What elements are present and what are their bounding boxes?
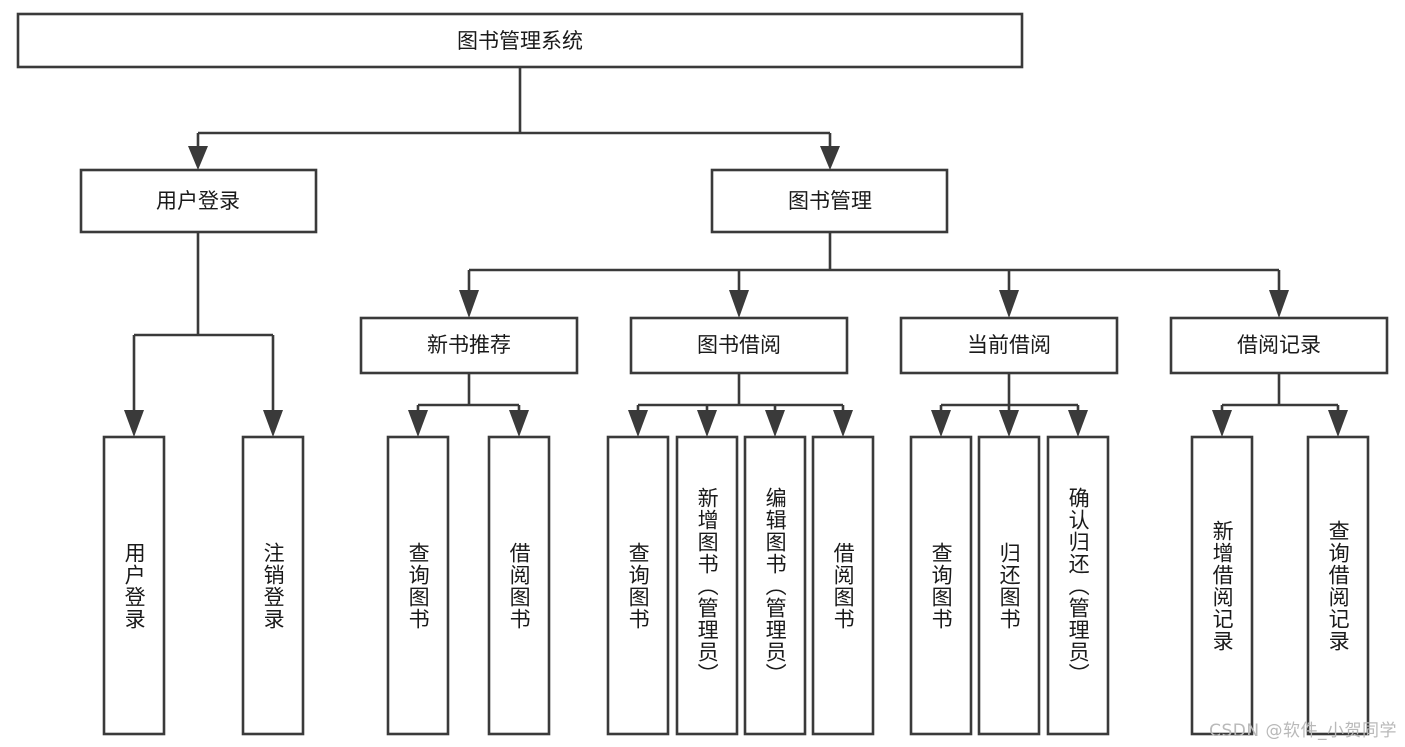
node-current-borrow[interactable] [899,316,1119,375]
arrow-head-leaf-borrow-book-2 [833,410,853,437]
node-leaf-return-book[interactable] [977,435,1041,736]
arrow-head-leaf-query-book-1 [408,410,428,437]
node-leaf-edit-book[interactable] [743,435,807,736]
node-leaf-query-book-1[interactable] [386,435,450,736]
node-current-borrow-label: 当前借阅 [967,333,1051,357]
node-new-book-recommend-label: 新书推荐 [427,333,511,357]
node-root[interactable] [16,12,1024,69]
arrow-head-user-login [188,146,208,170]
arrow-head-leaf-user-login [124,410,144,437]
node-user-login-label: 用户登录 [156,189,240,213]
arrow-head-borrow-record [1269,290,1289,318]
node-book-management[interactable] [710,168,949,234]
connectors-group [124,67,1348,437]
node-leaf-query-record[interactable] [1306,435,1370,736]
arrow-head-book-management [820,146,840,170]
arrow-head-new-book-recommend [459,290,479,318]
node-root-label: 图书管理系统 [457,29,583,53]
node-leaf-user-login[interactable] [102,435,166,736]
arrow-head-leaf-confirm-return [1068,410,1088,437]
arrow-head-leaf-borrow-book-1 [509,410,529,437]
node-leaf-borrow-book-2[interactable] [811,435,875,736]
arrow-head-leaf-return-book [999,410,1019,437]
node-leaf-user-logout[interactable] [241,435,305,736]
node-leaf-add-record[interactable] [1190,435,1254,736]
node-leaf-query-book-2[interactable] [606,435,670,736]
arrow-head-book-borrow [729,290,749,318]
arrow-head-current-borrow [999,290,1019,318]
arrow-head-leaf-add-record [1212,410,1232,437]
node-leaf-borrow-book-1[interactable] [487,435,551,736]
node-book-borrow-label: 图书借阅 [697,333,781,357]
arrow-head-leaf-edit-book [765,410,785,437]
nodes-group: 图书管理系统 用户登录 图书管理 新书推荐 图书借阅 当前借阅 借阅记录 [16,12,1389,736]
arrow-head-leaf-query-book-3 [931,410,951,437]
arrow-head-leaf-add-book [697,410,717,437]
node-leaf-query-book-3[interactable] [909,435,973,736]
node-borrow-record-label: 借阅记录 [1237,333,1321,357]
arrow-head-leaf-query-record [1328,410,1348,437]
node-new-book-recommend[interactable] [359,316,579,375]
node-book-borrow[interactable] [629,316,849,375]
arrow-head-leaf-user-logout [263,410,283,437]
watermark-text: CSDN @软件_小贺同学 [1209,721,1397,741]
arrow-head-leaf-query-book-2 [628,410,648,437]
node-book-management-label: 图书管理 [788,189,872,213]
node-leaf-add-book[interactable] [675,435,739,736]
node-leaf-confirm-return[interactable] [1046,435,1110,736]
node-user-login[interactable] [79,168,318,234]
node-borrow-record[interactable] [1169,316,1389,375]
